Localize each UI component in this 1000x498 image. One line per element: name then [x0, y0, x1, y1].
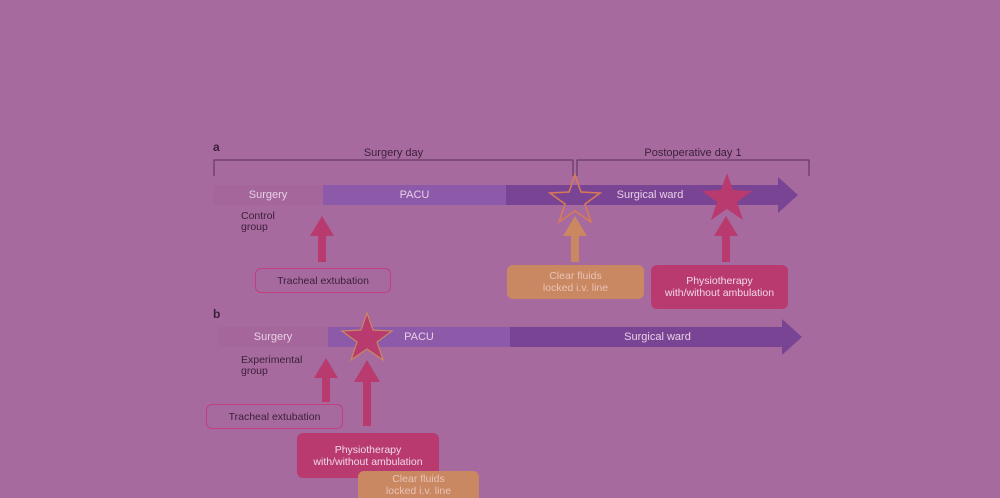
event-text: Tracheal extubation: [228, 410, 321, 423]
event-box-extubation-b: Tracheal extubation: [206, 404, 343, 429]
panel-letter-a: a: [213, 140, 220, 154]
timeline-b-ward-arrow: [510, 319, 802, 355]
brace-postoperative-day: [576, 159, 810, 176]
group-label-line: Control: [241, 210, 275, 222]
panel-letter-b: b: [213, 307, 221, 321]
group-label-line: Experimental: [241, 354, 303, 366]
timeline-b-surgery-segment: [218, 327, 328, 347]
group-label-control: Control group: [241, 211, 275, 233]
arrow-up-physio-a: [714, 216, 738, 262]
star-filled-physio-icon: [702, 173, 752, 220]
event-text: Tracheal extubation: [277, 274, 369, 287]
brace-label-postoperative-day: Postoperative day 1: [644, 147, 742, 159]
segment-label-pacu-b: PACU: [404, 331, 434, 343]
event-box-extubation-a: Tracheal extubation: [255, 268, 391, 293]
segment-label-surgery: Surgery: [248, 189, 288, 201]
segment-label-surgical-ward-b: Surgical ward: [624, 331, 691, 343]
group-label-line: group: [241, 365, 268, 377]
star-outline-fluids-icon: [547, 172, 603, 225]
segment-label-surgical-ward: Surgical ward: [616, 189, 684, 201]
brace-surgery-day: [213, 159, 574, 176]
arrow-up-fluids-a: [563, 216, 587, 262]
arrow-up-extubation-a: [310, 216, 334, 262]
timeline-a-surgery-segment: [213, 185, 323, 205]
star-filled-early-icon: [340, 311, 394, 362]
group-label-experimental: Experimental group: [241, 355, 302, 377]
group-label-line: group: [241, 221, 268, 233]
brace-label-surgery-day: Surgery day: [363, 147, 424, 159]
segment-label-pacu: PACU: [399, 189, 430, 201]
arrow-up-extubation-b: [314, 358, 338, 402]
timeline-a-pacu-segment: [323, 185, 506, 205]
arrow-up-physio-b: [354, 360, 380, 426]
segment-label-surgery-b: Surgery: [253, 331, 293, 343]
